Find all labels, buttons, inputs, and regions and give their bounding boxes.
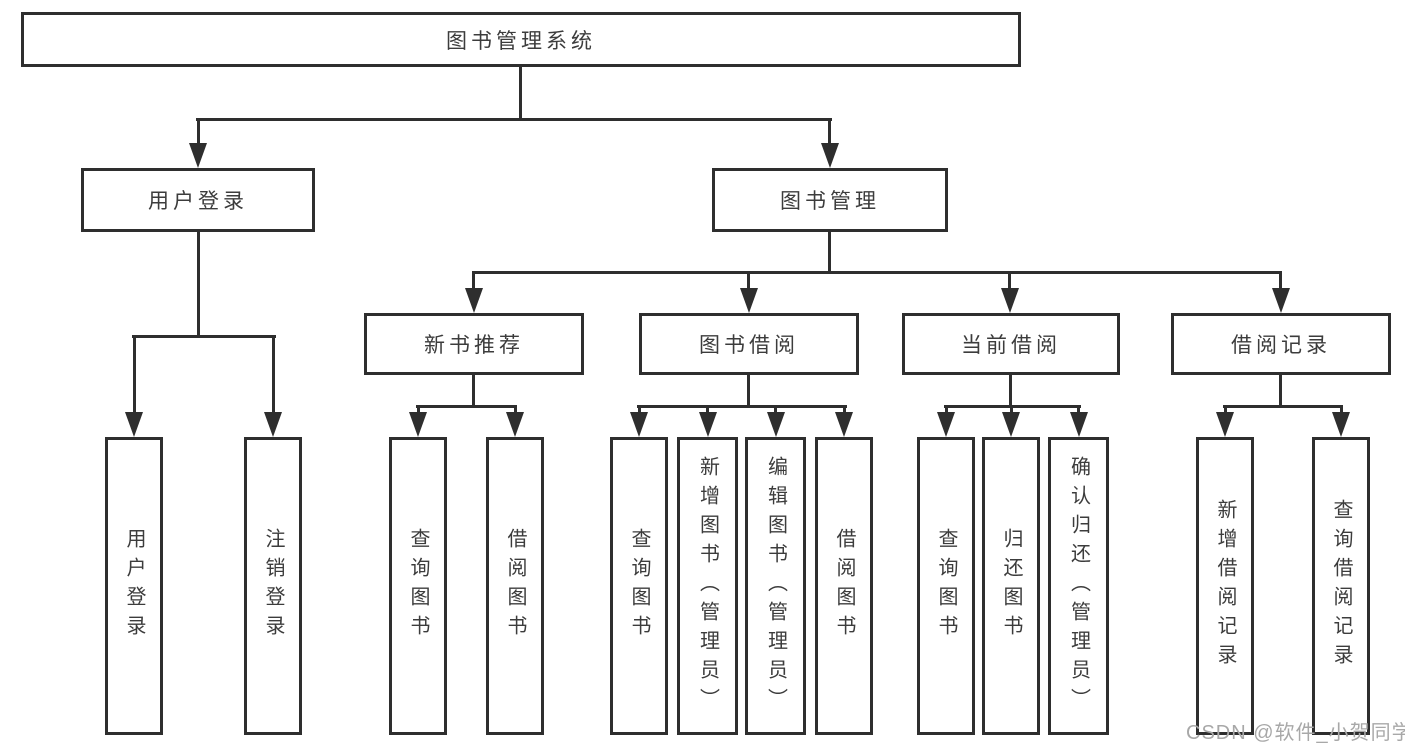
node-book-management: 图书管理 [712,168,948,232]
arrow-down [1070,412,1088,437]
arrow-down [937,412,955,437]
leaf-borrow-add-book-admin-label: 新增图书（管理员） [696,455,719,717]
node-root-label: 图书管理系统 [446,29,596,53]
connector-level2-rail [196,118,832,121]
connector-drop [417,405,420,415]
connector-drop [197,118,200,146]
leaf-borrow-query-book-label: 查询图书 [628,528,650,644]
connector-drop [638,405,641,415]
connector-drop [1008,271,1011,291]
leaf-recommend-query-book-label: 查询图书 [407,528,429,644]
leaf-logout-label: 注销登录 [262,528,284,644]
arrow-down [821,143,839,168]
arrow-down [189,143,207,168]
connector-drop [706,405,709,415]
connector-user-stem [197,232,200,336]
leaf-records-query-record-label: 查询借阅记录 [1330,499,1352,673]
connector-root-stem [519,67,522,119]
node-book-borrow: 图书借阅 [639,313,859,375]
leaf-borrow-query-book: 查询图书 [610,437,668,735]
leaf-user-login-label: 用户登录 [123,528,145,644]
leaf-borrow-edit-book-admin-label: 编辑图书（管理员） [764,455,787,717]
arrow-down [506,412,524,437]
connector-drop [945,405,948,415]
connector-records-rail [1223,405,1343,408]
connector-borrow-stem [747,375,750,408]
connector-recommend-stem [472,375,475,408]
connector-records-stem [1279,375,1282,408]
leaf-current-return-book-label: 归还图书 [1000,528,1022,644]
connector-drop [1224,405,1227,415]
leaf-records-add-record: 新增借阅记录 [1196,437,1254,735]
arrow-down [630,412,648,437]
connector-drop [1010,405,1013,415]
node-new-book-recommend: 新书推荐 [364,313,584,375]
arrow-down [1332,412,1350,437]
leaf-current-query-book-label: 查询图书 [935,528,957,644]
connector-level3-rail [472,271,1282,274]
leaf-current-confirm-return-admin-label: 确认归还（管理员） [1067,455,1090,717]
connector-drop [747,271,750,291]
node-current-borrow: 当前借阅 [902,313,1120,375]
arrow-down [1001,288,1019,313]
arrow-down [699,412,717,437]
leaf-logout: 注销登录 [244,437,302,735]
connector-drop [843,405,846,415]
node-book-management-label: 图书管理 [780,190,880,213]
leaf-records-add-record-label: 新增借阅记录 [1214,499,1236,673]
connector-mgmt-stem [828,232,831,274]
leaf-borrow-edit-book-admin: 编辑图书（管理员） [745,437,806,735]
leaf-current-return-book: 归还图书 [982,437,1040,735]
arrow-down [125,412,143,437]
connector-drop [1340,405,1343,415]
node-user-login: 用户登录 [81,168,315,232]
connector-current-stem [1009,375,1012,408]
leaf-current-confirm-return-admin: 确认归还（管理员） [1048,437,1109,735]
connector-recommend-rail [416,405,517,408]
csdn-watermark: CSDN @软件_小贺同学 [1186,722,1405,744]
arrow-down [465,288,483,313]
leaf-recommend-query-book: 查询图书 [389,437,447,735]
leaf-records-query-record: 查询借阅记录 [1312,437,1370,735]
connector-drop [133,335,136,413]
node-root: 图书管理系统 [21,12,1021,67]
node-borrow-records: 借阅记录 [1171,313,1391,375]
leaf-borrow-borrow-book: 借阅图书 [815,437,873,735]
leaf-borrow-add-book-admin: 新增图书（管理员） [677,437,738,735]
connector-borrow-rail [637,405,847,408]
arrow-down [767,412,785,437]
leaf-borrow-borrow-book-label: 借阅图书 [833,528,855,644]
connector-drop [828,118,831,146]
connector-drop [1077,405,1080,415]
node-user-login-label: 用户登录 [148,190,248,213]
arrow-down [1002,412,1020,437]
leaf-recommend-borrow-book-label: 借阅图书 [504,528,526,644]
node-borrow-records-label: 借阅记录 [1231,334,1331,357]
node-book-borrow-label: 图书借阅 [699,334,799,357]
arrow-down [740,288,758,313]
connector-user-rail [132,335,276,338]
arrow-down [835,412,853,437]
node-current-borrow-label: 当前借阅 [961,334,1061,357]
connector-drop [272,335,275,413]
leaf-recommend-borrow-book: 借阅图书 [486,437,544,735]
node-new-book-recommend-label: 新书推荐 [424,334,524,357]
connector-drop [472,271,475,291]
connector-drop [774,405,777,415]
arrow-down [1272,288,1290,313]
connector-drop [1279,271,1282,291]
arrow-down [409,412,427,437]
leaf-current-query-book: 查询图书 [917,437,975,735]
arrow-down [1216,412,1234,437]
connector-drop [514,405,517,415]
leaf-user-login: 用户登录 [105,437,163,735]
arrow-down [264,412,282,437]
